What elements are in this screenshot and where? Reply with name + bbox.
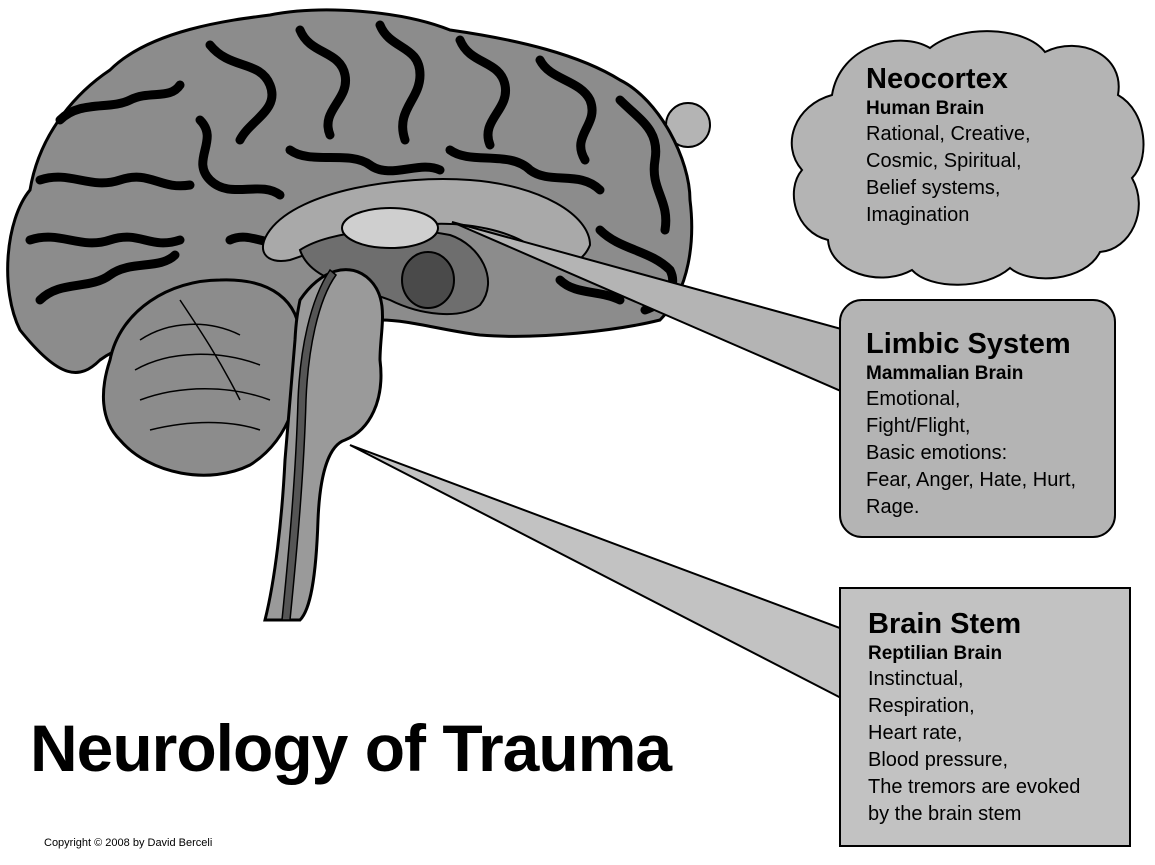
brainstem-box bbox=[839, 587, 1131, 847]
neocortex-line: Rational, Creative, bbox=[866, 123, 1031, 145]
hypothalamus bbox=[401, 251, 455, 309]
limbic-line: Basic emotions: bbox=[866, 442, 1008, 464]
brainstem-callout bbox=[349, 444, 846, 702]
brainstem-line: by the brain stem bbox=[868, 803, 1022, 825]
cerebellum-folia bbox=[134, 299, 271, 431]
limbic-text: Limbic System Mammalian Brain Emotional,… bbox=[866, 327, 1076, 521]
brainstem-subheading: Reptilian Brain bbox=[868, 643, 1003, 664]
neocortex-subheading: Human Brain bbox=[866, 98, 985, 119]
brainstem-line: Instinctual, bbox=[868, 668, 964, 690]
neocortex-line: Imagination bbox=[866, 204, 970, 226]
limbic-line: Fear, Anger, Hate, Hurt, bbox=[866, 469, 1077, 491]
neocortex-line: Cosmic, Spiritual, bbox=[866, 150, 1022, 172]
neocortex-heading: Neocortex bbox=[866, 63, 1008, 95]
brainstem-line: Blood pressure, bbox=[868, 749, 1009, 771]
limbic-line: Emotional, bbox=[866, 388, 961, 410]
copyright-notice: Copyright © 2008 by David Berceli bbox=[44, 837, 213, 849]
brainstem-line: Heart rate, bbox=[868, 722, 963, 744]
brainstem-line: The tremors are evoked bbox=[868, 776, 1081, 798]
limbic-subheading: Mammalian Brain bbox=[866, 363, 1024, 384]
page-title: Neurology of Trauma bbox=[30, 711, 672, 785]
brainstem-line: Respiration, bbox=[868, 695, 975, 717]
neocortex-line: Belief systems, bbox=[866, 177, 1001, 199]
neocortex-text: Neocortex Human Brain Rational, Creative… bbox=[866, 62, 1031, 229]
limbic-line: Fight/Flight, bbox=[866, 415, 971, 437]
brainstem-heading: Brain Stem bbox=[868, 608, 1022, 640]
brainstem-text: Brain Stem Reptilian Brain Instinctual, … bbox=[868, 607, 1080, 828]
thalamus bbox=[341, 207, 439, 249]
spinal-canal bbox=[281, 268, 338, 621]
limbic-heading: Limbic System bbox=[866, 328, 1071, 360]
limbic-box bbox=[839, 299, 1116, 538]
limbic-line: Rage. bbox=[866, 496, 920, 518]
